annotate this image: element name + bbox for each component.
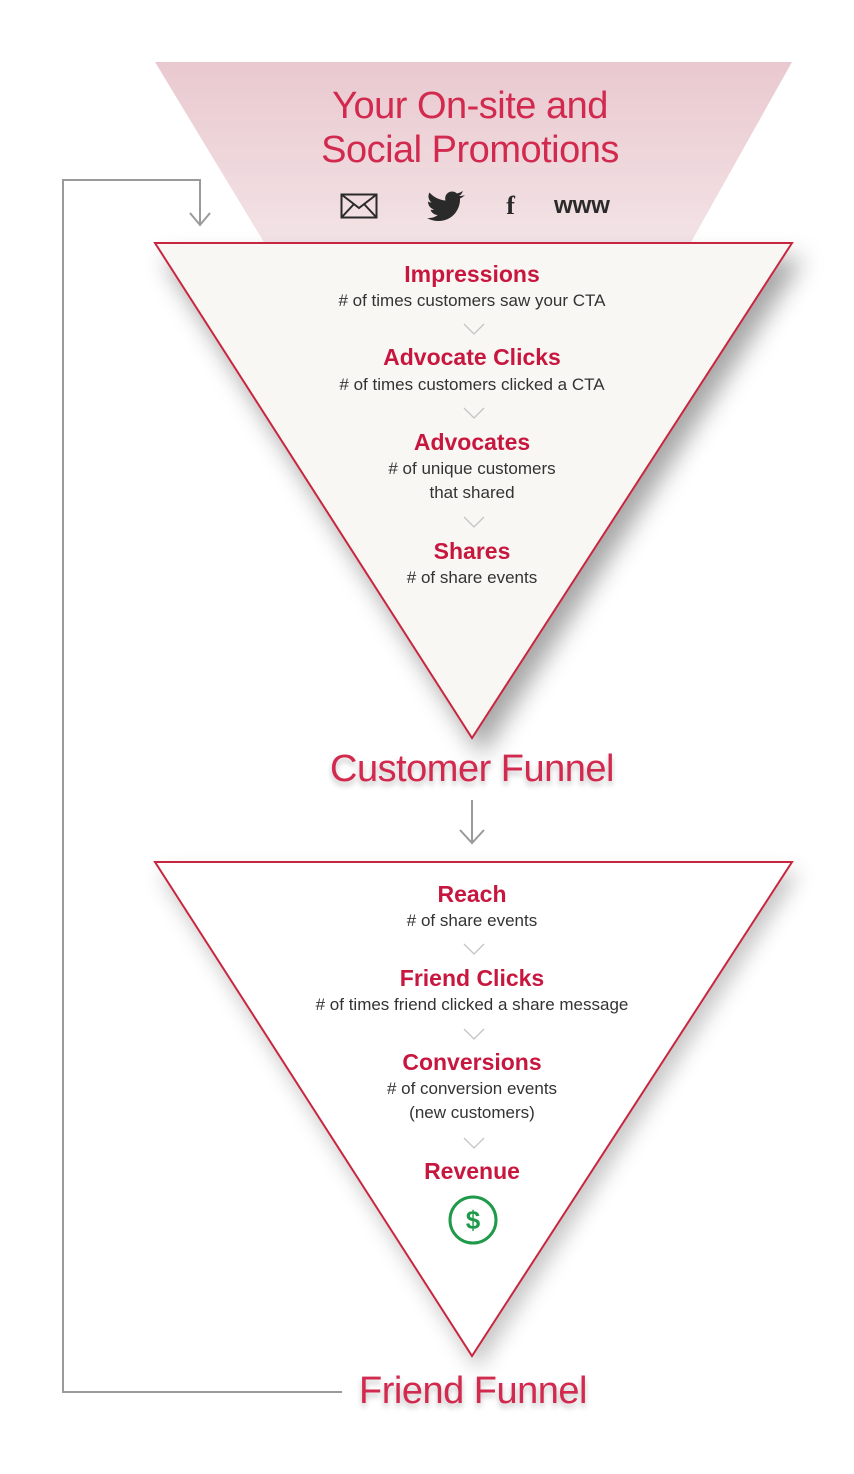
stage-desc-advocate-clicks: # of times customers clicked a CTA: [339, 375, 605, 394]
friend-funnel-triangle: [153, 861, 794, 1358]
feedback-loop-arrow: [62, 179, 342, 1393]
chevron-icon: [463, 943, 485, 955]
envelope-icon: [340, 193, 378, 219]
stage-desc-impressions: # of times customers saw your CTA: [338, 291, 606, 310]
funnel-connector-arrowhead: [459, 829, 485, 845]
stage-desc-conversions-line2: (new customers): [409, 1103, 535, 1122]
chevron-icon: [463, 1028, 485, 1040]
stage-desc-reach: # of share events: [406, 911, 538, 930]
promotions-title-line1: Your On-site and: [332, 85, 608, 127]
dollar-circle-icon: [448, 1195, 498, 1245]
twitter-bird-icon: [427, 191, 466, 221]
stage-title-shares: Shares: [433, 538, 511, 564]
stage-desc-shares: # of share events: [406, 568, 538, 587]
www-icon: www: [553, 192, 610, 219]
chevron-icon: [463, 323, 485, 335]
dollar-symbol: $: [465, 1205, 481, 1235]
stage-desc-advocates-line2: that shared: [429, 483, 515, 502]
chevron-icon: [463, 516, 485, 528]
promotions-funnel-top: [155, 62, 792, 244]
stage-title-reach: Reach: [437, 881, 507, 907]
stage-title-conversions: Conversions: [402, 1049, 542, 1075]
customer-funnel-label: Customer Funnel: [330, 748, 614, 790]
customer-funnel-triangle: [153, 242, 794, 740]
stage-title-friend-clicks: Friend Clicks: [399, 965, 545, 991]
stage-desc-advocates-line1: # of unique customers: [388, 459, 556, 478]
facebook-f-icon: f: [506, 191, 515, 220]
stage-desc-conversions-line1: # of conversion events: [386, 1079, 558, 1098]
promotion-channel-icons: f www: [340, 188, 610, 224]
stage-desc-friend-clicks: # of times friend clicked a share messag…: [315, 995, 629, 1014]
feedback-arrowhead: [189, 212, 211, 227]
promotions-title-line2: Social Promotions: [321, 129, 619, 171]
chevron-icon: [463, 407, 485, 419]
stage-title-advocates: Advocates: [413, 429, 531, 455]
stage-title-revenue: Revenue: [424, 1158, 520, 1184]
promotions-title: Your On-site and Social Promotions: [260, 84, 680, 172]
chevron-icon: [463, 1137, 485, 1149]
stage-title-impressions: Impressions: [404, 261, 540, 287]
stage-title-advocate-clicks: Advocate Clicks: [383, 344, 561, 370]
friend-funnel-label: Friend Funnel: [359, 1370, 587, 1412]
